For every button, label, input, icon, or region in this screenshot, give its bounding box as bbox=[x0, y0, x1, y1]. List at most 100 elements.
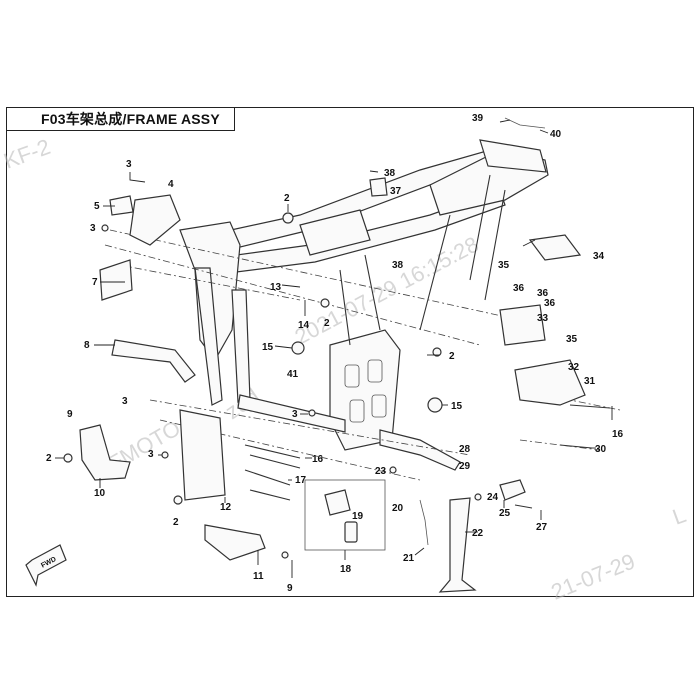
callout-2-top: 2 bbox=[284, 193, 290, 204]
part-2-grommet-right bbox=[432, 347, 442, 357]
fwd-arrow-icon bbox=[25, 544, 67, 587]
part-19-spring bbox=[344, 521, 358, 543]
callout-11: 11 bbox=[253, 571, 264, 582]
callout-35-right: 35 bbox=[566, 334, 578, 345]
diagram-title: F03车架总成/FRAME ASSY bbox=[41, 111, 220, 127]
callout-9-left: 9 bbox=[67, 409, 73, 420]
callout-24: 24 bbox=[487, 492, 499, 503]
callout-28: 28 bbox=[459, 444, 471, 455]
callout-2-left: 2 bbox=[46, 453, 52, 464]
callout-2-mid: 2 bbox=[324, 318, 330, 329]
callout-16-left: 16 bbox=[312, 454, 324, 465]
leader-38 bbox=[369, 170, 379, 173]
callout-27: 27 bbox=[536, 522, 548, 533]
callout-18: 18 bbox=[340, 564, 352, 575]
fwd-arrow: FWD bbox=[25, 544, 67, 587]
part-23-nut bbox=[389, 466, 397, 474]
guide-line-2 bbox=[104, 244, 481, 346]
pivot-slot-1 bbox=[344, 364, 360, 388]
callout-2-right: 2 bbox=[449, 351, 455, 362]
second-down-tube bbox=[231, 289, 251, 403]
part-2-grommet-top bbox=[282, 212, 294, 224]
callout-36-c: 36 bbox=[544, 298, 556, 309]
part-3-nut-b bbox=[308, 409, 316, 417]
callout-14: 14 bbox=[298, 320, 310, 331]
part-7-plate bbox=[99, 259, 133, 301]
callout-40: 40 bbox=[550, 129, 562, 140]
callout-3-center: 3 bbox=[292, 409, 298, 420]
callout-20: 20 bbox=[392, 503, 404, 514]
pivot-slot-2 bbox=[367, 359, 383, 383]
main-frame bbox=[179, 139, 549, 471]
callout-37: 37 bbox=[390, 186, 402, 197]
part-40-cable bbox=[504, 117, 546, 129]
part-37-clip bbox=[369, 177, 388, 197]
part-8-footrest-bar bbox=[111, 339, 196, 383]
watermark-kf: KF-2 bbox=[0, 134, 53, 174]
part-31-bracket bbox=[514, 359, 586, 406]
callout-3-group: 3 bbox=[122, 396, 128, 407]
callout-13: 13 bbox=[270, 282, 282, 293]
callout-3-left: 3 bbox=[90, 223, 96, 234]
part-3-nut-a bbox=[101, 224, 109, 232]
callout-3-top: 3 bbox=[126, 159, 132, 170]
callout-15-lower: 15 bbox=[451, 401, 463, 412]
sheet-border bbox=[6, 107, 694, 597]
part-21-spring bbox=[419, 499, 429, 546]
callout-41: 41 bbox=[287, 369, 299, 380]
part-2-grommet-mid bbox=[320, 298, 330, 308]
callout-33: 33 bbox=[537, 313, 549, 324]
part-27-bolt bbox=[514, 504, 533, 509]
seat-rail-bracket bbox=[479, 139, 547, 173]
switch-body bbox=[324, 489, 351, 516]
leader-39 bbox=[499, 119, 511, 123]
stand-bracket bbox=[379, 429, 461, 471]
callout-36-a: 36 bbox=[513, 283, 525, 294]
guide-line-4 bbox=[149, 399, 471, 456]
part-15-bushing-lower bbox=[427, 397, 443, 413]
watermark-edge: L bbox=[669, 502, 689, 530]
part-5-bracket bbox=[109, 195, 134, 216]
callout-16-right: 16 bbox=[612, 429, 624, 440]
callout-12: 12 bbox=[220, 502, 232, 513]
callout-3-lower: 3 bbox=[148, 449, 154, 460]
guide-line-3 bbox=[119, 264, 301, 301]
callout-10: 10 bbox=[94, 488, 106, 499]
callout-21: 21 bbox=[403, 553, 415, 564]
part-12-side-bracket bbox=[179, 409, 226, 501]
callout-22: 22 bbox=[472, 528, 484, 539]
callout-9-low: 9 bbox=[287, 583, 293, 594]
callout-39: 39 bbox=[472, 113, 484, 124]
leader-21 bbox=[414, 547, 425, 556]
part-17-bolts bbox=[244, 469, 291, 501]
leader-lines bbox=[55, 119, 613, 578]
callout-layer: 39 40 38 37 3 4 5 3 2 7 13 14 2 38 35 36… bbox=[46, 113, 624, 594]
leader-15-upper bbox=[274, 345, 293, 349]
leader-13 bbox=[281, 284, 301, 288]
pivot-slot-4 bbox=[371, 394, 387, 418]
callout-25: 25 bbox=[499, 508, 511, 519]
callout-23: 23 bbox=[375, 466, 387, 477]
callout-5: 5 bbox=[94, 201, 100, 212]
guide-line-1 bbox=[109, 229, 521, 321]
callout-29: 29 bbox=[459, 461, 471, 472]
part-11-lower-bracket bbox=[204, 524, 266, 561]
part-30-bolt bbox=[559, 444, 593, 449]
callout-19: 19 bbox=[352, 511, 364, 522]
part-33-bracket bbox=[499, 304, 546, 346]
callout-35-top: 35 bbox=[498, 260, 510, 271]
callout-4: 4 bbox=[168, 179, 174, 190]
watermark-date: 21-07-29 bbox=[548, 548, 639, 604]
part-2-grommet-left bbox=[63, 453, 73, 463]
leader-3-top bbox=[129, 172, 146, 183]
engine-hanger bbox=[299, 209, 371, 256]
front-down-tube bbox=[194, 267, 223, 406]
callout-30: 30 bbox=[595, 444, 607, 455]
part-24-nut bbox=[474, 493, 482, 501]
callout-38-mid: 38 bbox=[392, 260, 404, 271]
callout-8: 8 bbox=[84, 340, 90, 351]
rear-frame-struts bbox=[419, 174, 506, 331]
callout-31: 31 bbox=[584, 376, 596, 387]
